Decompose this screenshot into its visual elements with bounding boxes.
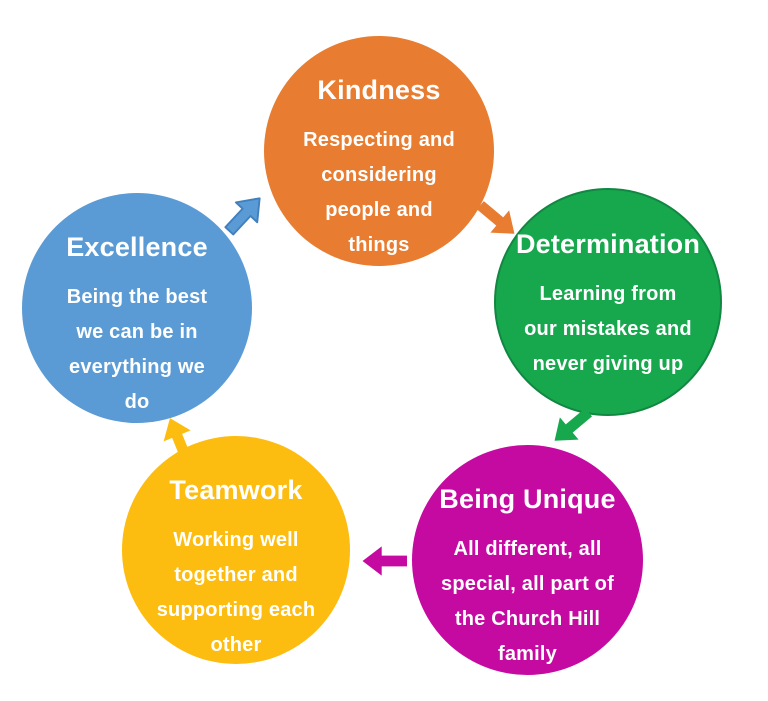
value-circle-being-unique: Being Unique All different, all special,…	[412, 445, 643, 675]
value-title-teamwork: Teamwork	[169, 475, 303, 505]
value-description-kindness: Respecting and considering people and th…	[303, 129, 455, 256]
arrow-being-unique-to-teamwork-icon	[362, 546, 407, 576]
value-description-excellence: Being the best we can be in everything w…	[66, 286, 208, 413]
value-title-being-unique: Being Unique	[439, 484, 616, 514]
value-title-determination: Determination	[515, 229, 701, 259]
arrow-shape	[476, 201, 515, 234]
arrow-teamwork-to-excellence-icon	[163, 418, 192, 462]
value-title-excellence: Excellence	[66, 232, 208, 262]
value-circle-kindness: Kindness Respecting and considering peop…	[264, 36, 494, 266]
arrow-shape	[554, 408, 593, 441]
arrow-kindness-to-determination-icon	[476, 201, 515, 234]
value-title-kindness: Kindness	[317, 75, 441, 105]
value-description-being-unique: All different, all special, all part of …	[441, 538, 614, 665]
arrow-shape	[224, 197, 261, 236]
value-circle-excellence: Excellence Being the best we can be in e…	[22, 193, 252, 423]
arrow-shape	[362, 546, 407, 576]
arrow-excellence-to-kindness-icon	[224, 197, 261, 236]
arrow-determination-to-being-unique-icon	[554, 408, 593, 441]
value-description-teamwork: Working well together and supporting eac…	[156, 529, 316, 656]
value-description-determination: Learning from our mistakes and never giv…	[524, 283, 692, 375]
value-circle-determination: Determination Learning from our mistakes…	[494, 188, 722, 416]
arrow-shape	[163, 418, 192, 462]
value-circle-teamwork: Teamwork Working well together and suppo…	[122, 436, 350, 664]
